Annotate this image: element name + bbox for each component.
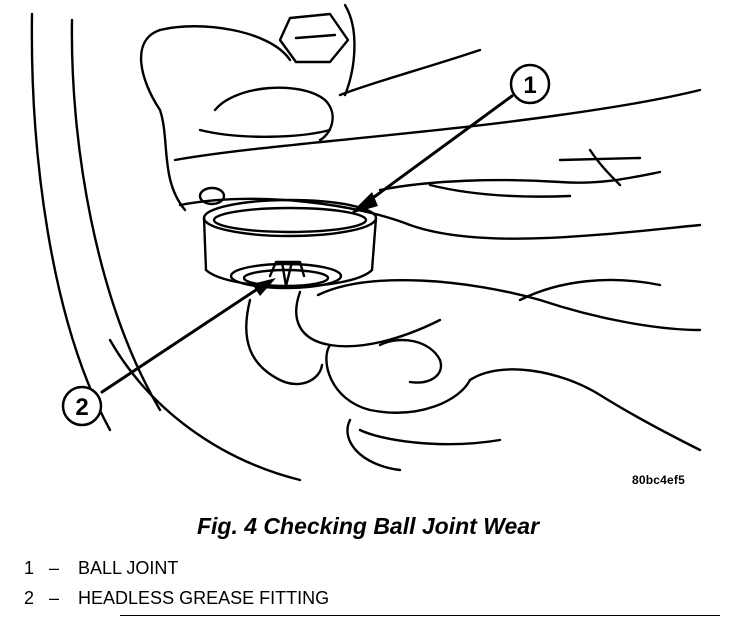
callout-2: 2: [61, 385, 103, 427]
legend-separator: –: [49, 588, 60, 608]
legend-number: 2: [24, 588, 35, 608]
callout-1-arrowhead: [350, 192, 378, 214]
ball-joint-illustration: 1 2: [30, 3, 702, 482]
legend-item-grease-fitting: 2 – HEADLESS GREASE FITTING: [24, 583, 329, 613]
wheel-rotor: [30, 12, 302, 482]
legend-item-ball-joint: 1 – BALL JOINT: [24, 553, 329, 583]
legend-label: HEADLESS GREASE FITTING: [78, 588, 330, 608]
callout-arrows: [100, 94, 514, 394]
callout-1-number: 1: [523, 72, 536, 99]
bottom-rule: [120, 615, 720, 616]
lower-control-arm: [173, 88, 702, 240]
legend-number: 1: [24, 558, 35, 578]
legend-separator: –: [49, 558, 60, 578]
legend-label: BALL JOINT: [78, 558, 179, 578]
drawing-code: 80bc4ef5: [632, 473, 685, 487]
figure-caption: Fig. 4 Checking Ball Joint Wear: [196, 513, 540, 539]
callout-2-arrowhead: [252, 278, 276, 296]
technician-hand: [245, 278, 702, 472]
ball-joint-housing: [202, 198, 378, 290]
steering-knuckle: [139, 3, 482, 212]
callout-1: 1: [509, 63, 551, 105]
callout-2-number: 2: [75, 394, 88, 421]
legend: 1 – BALL JOINT 2 – HEADLESS GREASE FITTI…: [24, 553, 329, 613]
